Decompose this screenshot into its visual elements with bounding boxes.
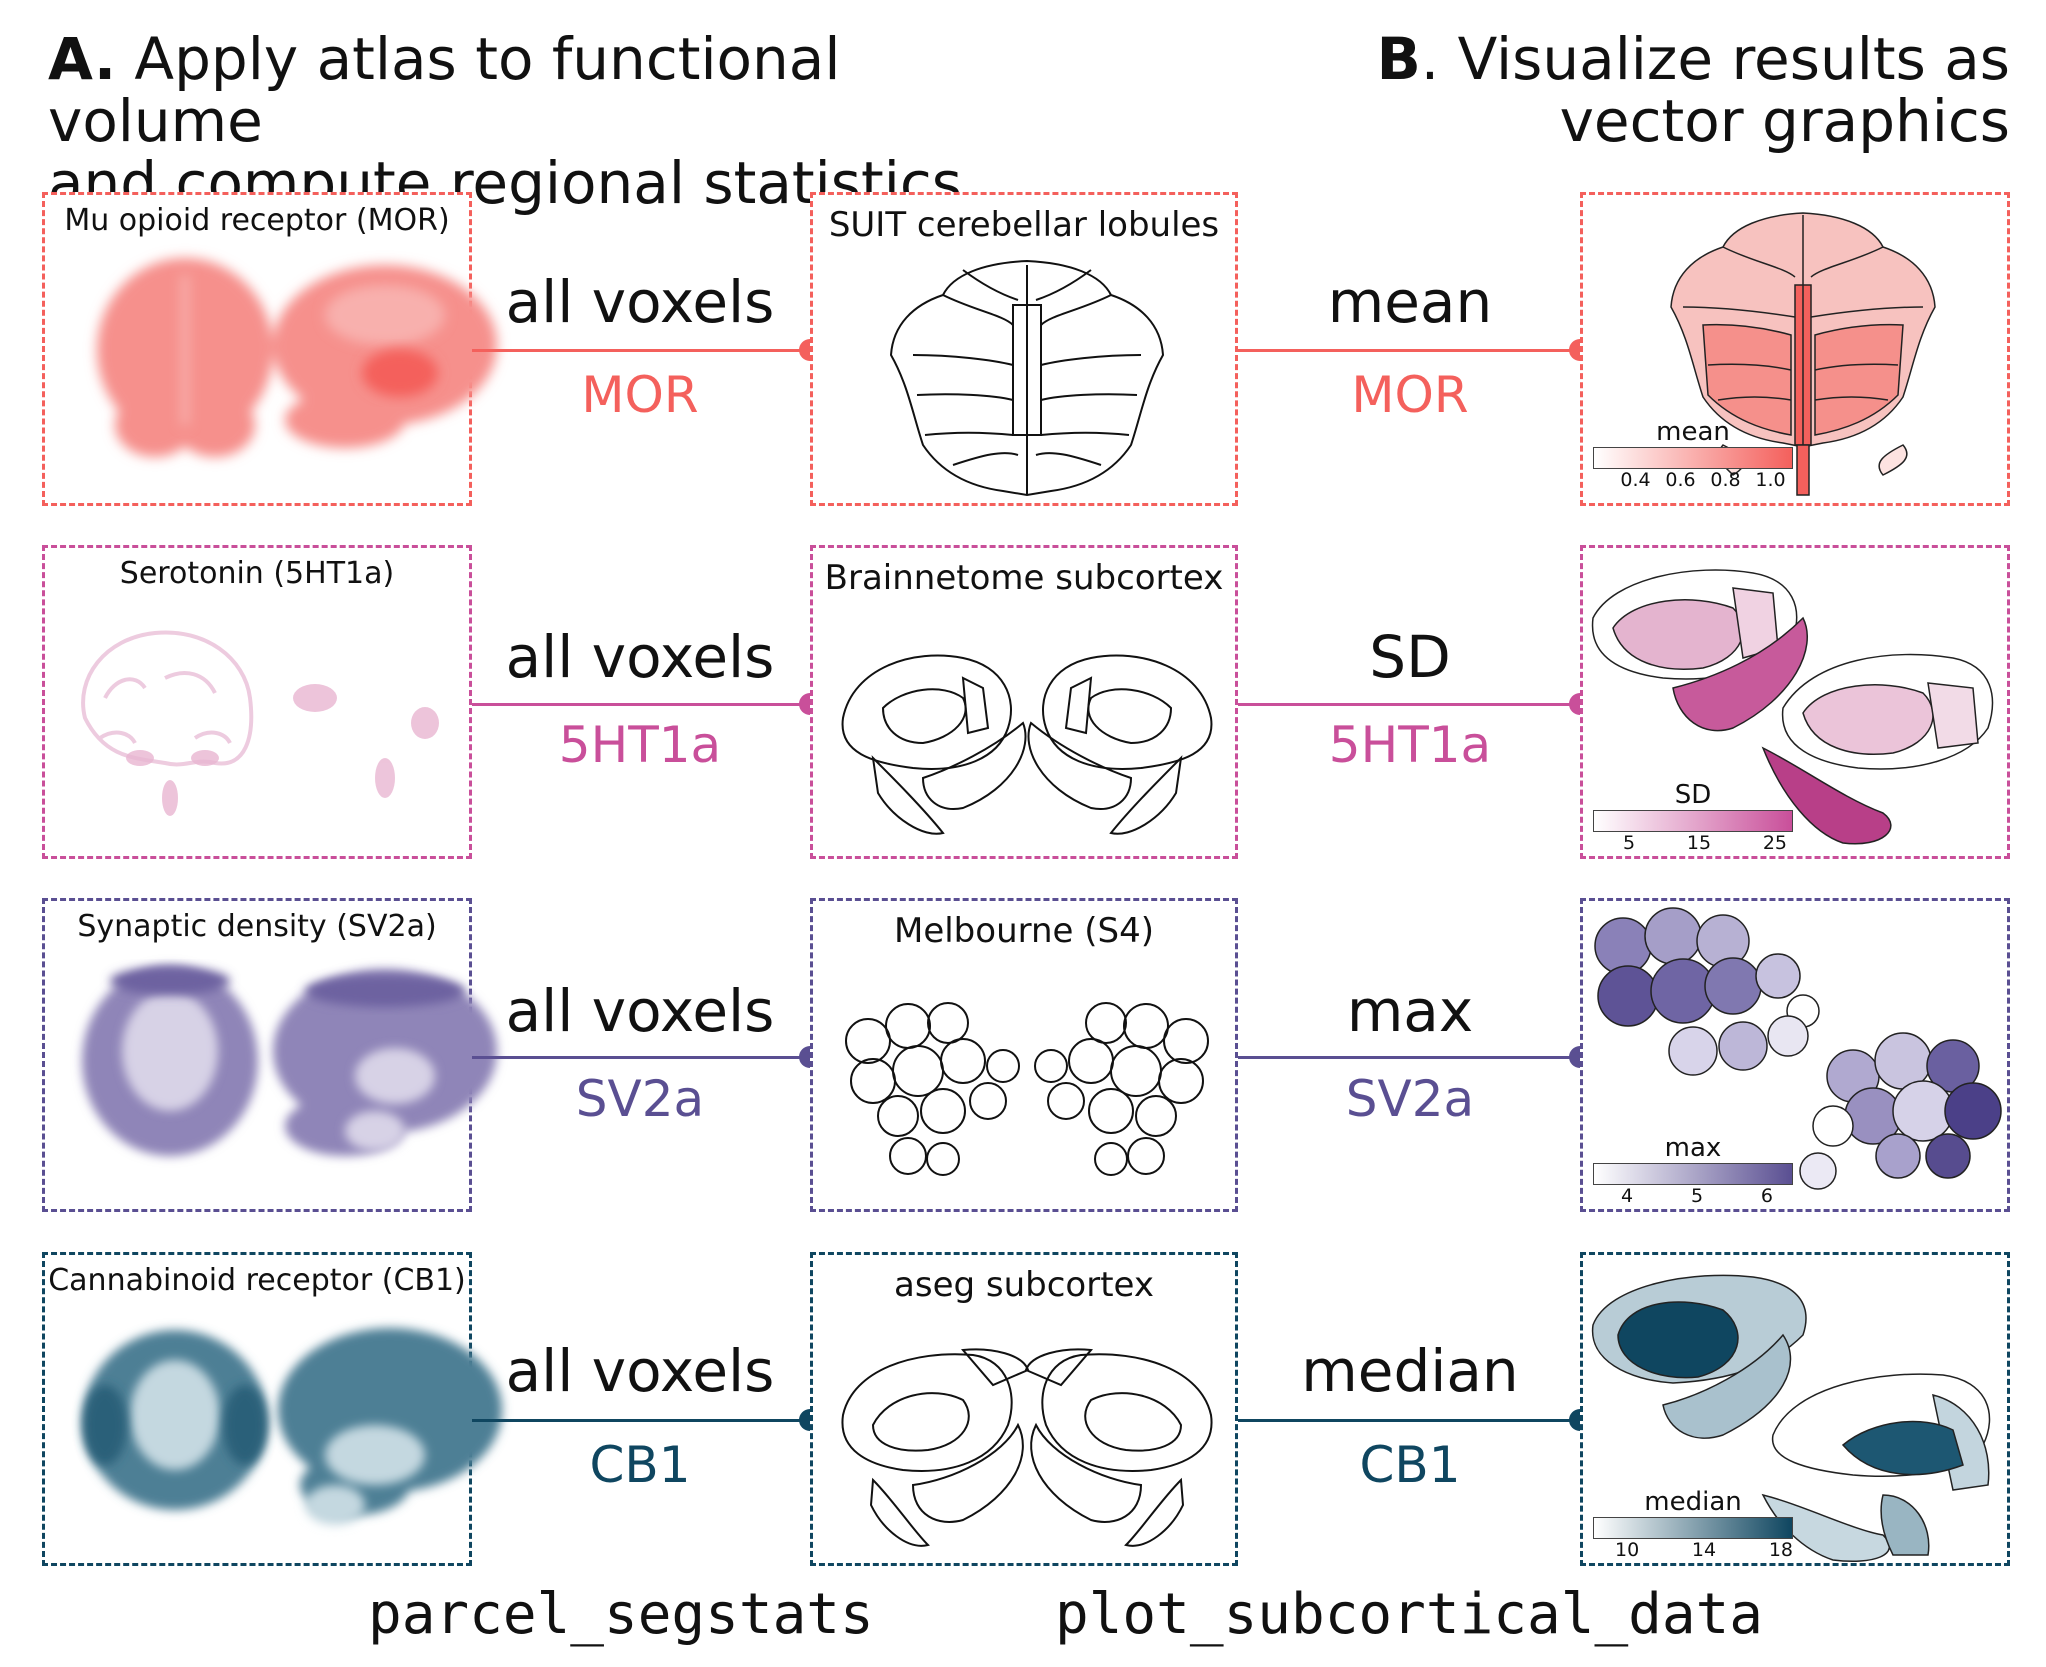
colored-cerebellum-icon [1670,212,1936,496]
colorbar-tick: 1.0 [1755,469,1786,491]
colored-subcortex-icon [1591,569,1994,845]
volume-panel-5ht1a: Serotonin (5HT1a) [42,545,472,859]
result-panel-mor: mean 0.4 0.6 0.8 1.0 [1580,192,2010,506]
colorbar-tick: 5 [1623,832,1636,854]
colorbar-gradient [1593,447,1793,469]
volume-title: Synaptic density (SV2a) [77,909,437,944]
heading-b-line2: vector graphics [1559,87,2010,155]
colorbar-tick: 25 [1762,832,1787,854]
colorbar: max 4 5 6 [1593,1133,1793,1207]
brain-volume-icon [83,1328,502,1525]
connector-line [472,703,810,706]
cerebellum-outline-icon [889,259,1165,497]
metric-label: SV2a [575,1070,705,1128]
function-parcel-segstats: parcel_segstats [368,1582,874,1647]
connector-line [1238,703,1580,706]
connector-line [1238,349,1580,352]
colorbar: median 10 14 18 [1593,1487,1793,1561]
colorbar-tick: 15 [1686,832,1712,854]
op-label: all voxels [505,268,775,336]
volume-title: Mu opioid receptor (MOR) [64,203,450,238]
colorbar-gradient [1593,810,1793,832]
brain-volume-icon [82,966,497,1156]
colorbar: SD 5 15 25 [1593,780,1793,854]
colorbar-tick: 10 [1615,1539,1640,1561]
subcortex-outline-icon [841,654,1213,835]
stat-label: median [1301,1337,1519,1405]
stat-label: max [1346,977,1474,1045]
result-panel-cb1: median 10 14 18 [1580,1252,2010,1566]
heading-b-tag: B [1376,25,1421,93]
op-label: all voxels [505,977,775,1045]
connector-line [1238,1419,1580,1422]
stat-label: SD [1369,623,1451,691]
colorbar-tick: 0.4 [1620,469,1651,491]
colored-melbourne-icon [1594,907,2002,1190]
result-panel-5ht1a: SD 5 15 25 [1580,545,2010,859]
colorbar-tick: 0.8 [1710,469,1741,491]
result-panel-sv2a: max 4 5 6 [1580,898,2010,1212]
brain-volume-icon [97,258,497,457]
connector-line [472,349,810,352]
atlas-panel-aseg: aseg subcortex [810,1252,1238,1566]
heading-apply-atlas: A. Apply atlas to functional volume and … [48,28,1048,214]
aseg-outline-icon [841,1348,1213,1547]
volume-panel-cb1: Cannabinoid receptor (CB1) [42,1252,502,1566]
atlas-panel-brainnetome: Brainnetome subcortex [810,545,1238,859]
heading-a-line1: Apply atlas to functional volume [48,25,841,155]
volume-panel-sv2a: Synaptic density (SV2a) [42,898,497,1212]
heading-visualize: B. Visualize results as vector graphics [1290,28,2010,152]
atlas-title: Brainnetome subcortex [824,558,1224,598]
function-plot-subcortical-data: plot_subcortical_data [1055,1582,1764,1647]
metric-label: MOR [1351,366,1469,424]
colorbar-title: median [1644,1487,1742,1517]
volume-title: Cannabinoid receptor (CB1) [48,1263,466,1298]
colorbar-title: mean [1656,417,1730,447]
op-label: all voxels [505,1337,775,1405]
colorbar-tick: 18 [1768,1539,1793,1561]
colorbar-gradient [1593,1517,1793,1539]
metric-label: 5HT1a [1328,716,1492,774]
colorbar-tick: 14 [1691,1539,1717,1561]
stat-label: mean [1327,268,1493,336]
colorbar-tick: 0.6 [1665,469,1696,491]
atlas-panel-suit: SUIT cerebellar lobules [810,192,1238,506]
metric-label: CB1 [589,1436,691,1494]
heading-b-line1: . Visualize results as [1420,25,2010,93]
volume-panel-mor: Mu opioid receptor (MOR) [42,192,497,506]
connector-line [1238,1056,1580,1059]
colorbar-tick: 5 [1690,1185,1704,1207]
atlas-panel-melbourne: Melbourne (S4) [810,898,1238,1212]
connector-line [472,1419,810,1422]
metric-label: SV2a [1345,1070,1475,1128]
colorbar-title: SD [1674,780,1712,810]
metric-label: CB1 [1359,1436,1461,1494]
metric-label: 5HT1a [558,716,722,774]
connector-line [472,1056,810,1059]
melbourne-outline-icon [845,1002,1209,1176]
colorbar: mean 0.4 0.6 0.8 1.0 [1593,417,1793,491]
colorbar-tick: 4 [1621,1185,1634,1207]
atlas-title: aseg subcortex [894,1265,1154,1305]
colorbar-gradient [1593,1163,1793,1185]
brain-volume-icon [81,630,439,816]
atlas-title: Melbourne (S4) [893,911,1155,951]
colorbar-tick: 6 [1760,1185,1773,1207]
op-label: all voxels [505,623,775,691]
atlas-title: SUIT cerebellar lobules [828,205,1220,245]
metric-label: MOR [581,366,699,424]
volume-title: Serotonin (5HT1a) [119,556,395,591]
colorbar-title: max [1664,1133,1722,1163]
colored-aseg-icon [1591,1274,1991,1563]
heading-a-tag: A. [48,25,116,93]
